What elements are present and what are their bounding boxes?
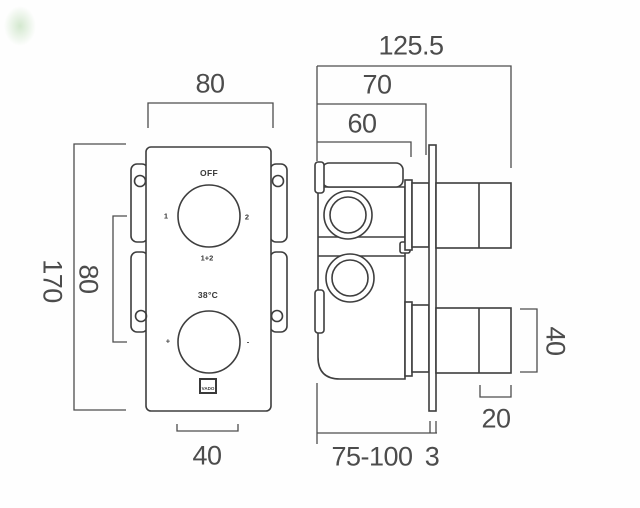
label-outlet-one: 1 <box>163 211 169 221</box>
dim-line-handle-cap <box>479 385 512 398</box>
dim-fixing-centres: 80 <box>73 264 104 294</box>
cartridge-upper <box>404 179 430 251</box>
dim-front-width: 80 <box>195 68 225 99</box>
dim-plate-thickness: 3 <box>424 441 440 472</box>
upper-handle <box>435 182 512 249</box>
temperature-knob <box>177 310 241 374</box>
left-tab <box>314 289 325 334</box>
label-outlet-both: 1+2 <box>200 253 214 263</box>
label-temperature: 38°C <box>197 289 219 300</box>
upper-port-outer <box>323 190 373 240</box>
label-off: OFF <box>200 167 218 178</box>
dim-line-handle-height <box>520 308 538 373</box>
dim-body-depth: 70 <box>362 69 392 100</box>
vado-logo-text: VADO <box>201 385 215 391</box>
top-port <box>321 162 404 188</box>
dim-line-base <box>176 424 239 432</box>
vado-logo: VADO <box>199 378 217 394</box>
dim-line-overall <box>317 65 512 168</box>
lower-port-inner <box>331 259 369 297</box>
dim-overall-depth: 125.5 <box>378 30 444 61</box>
diverter-knob <box>177 184 241 248</box>
dim-front-height: 170 <box>37 259 68 303</box>
label-outlet-two: 2 <box>244 212 250 222</box>
lower-port-outer <box>325 253 375 303</box>
front-view <box>130 146 288 412</box>
dim-handle-height: 40 <box>540 326 571 356</box>
cartridge-lower <box>404 301 430 377</box>
dim-base-width: 40 <box>192 440 222 471</box>
side-view <box>314 144 512 412</box>
top-port-cap <box>314 161 325 194</box>
lower-handle <box>435 307 512 374</box>
wall-plate <box>428 144 437 412</box>
upper-port-inner <box>329 196 367 234</box>
handles <box>435 182 512 374</box>
dim-line-body <box>317 103 427 155</box>
dim-recess-depth: 60 <box>347 108 377 139</box>
scan-artifact <box>4 6 36 46</box>
screw-holes <box>133 174 285 323</box>
label-temp-plus: + <box>165 336 171 346</box>
dim-line-fixing <box>112 215 127 343</box>
front-dimension-lines <box>73 102 274 432</box>
dim-wall-depth-range: 75-100 <box>331 441 413 472</box>
side-dimension-lines <box>316 65 538 444</box>
dim-line-height <box>73 143 126 411</box>
dim-line-width <box>147 102 274 128</box>
label-temp-minus: - <box>246 337 250 347</box>
dim-line-recess <box>317 141 412 157</box>
dim-handle-cap: 20 <box>481 403 511 434</box>
